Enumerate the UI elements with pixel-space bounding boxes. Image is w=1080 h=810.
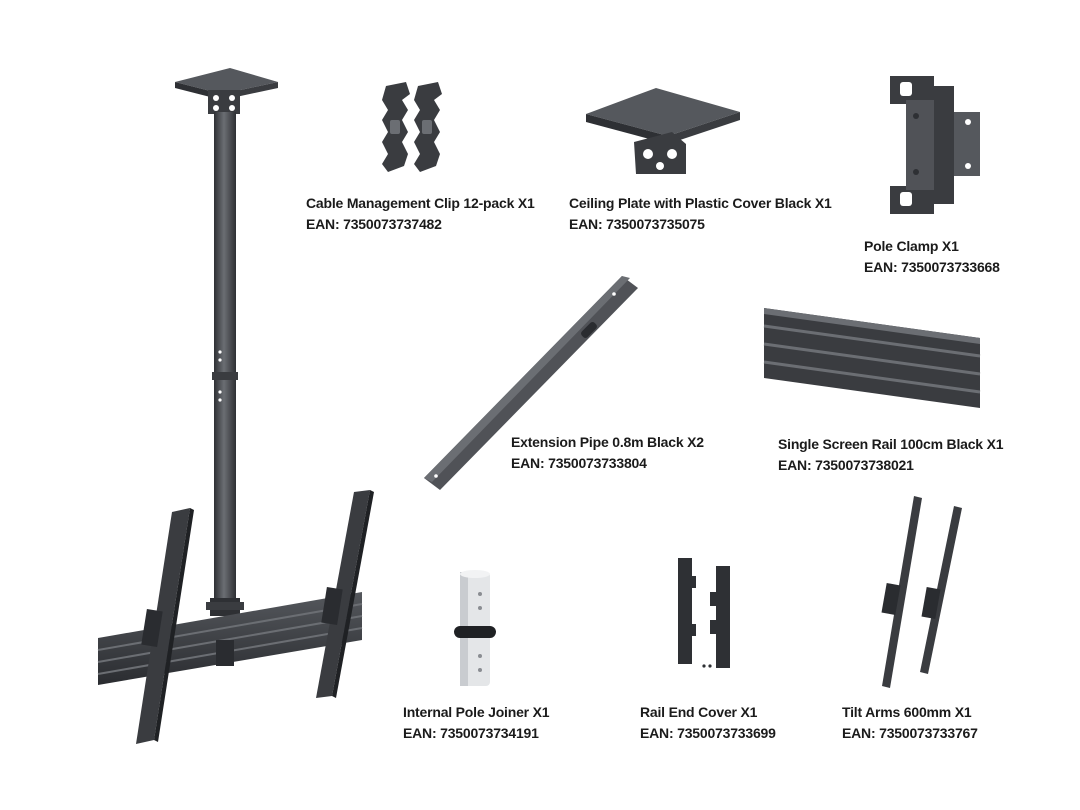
product-ean: EAN: 7350073733699	[640, 725, 776, 741]
label-cable-management-clip: Cable Management Clip 12-pack X1 EAN: 73…	[306, 193, 535, 235]
product-name: Rail End Cover X1	[640, 704, 758, 720]
tilt-arms-image	[881, 496, 962, 688]
product-ean: EAN: 7350073737482	[306, 216, 442, 232]
extension-pipe-image	[424, 276, 638, 490]
product-name: Cable Management Clip 12-pack X1	[306, 195, 535, 211]
product-name: Extension Pipe 0.8m Black X2	[511, 434, 704, 450]
label-rail-end-cover: Rail End Cover X1 EAN: 7350073733699	[640, 702, 776, 744]
product-ean: EAN: 7350073734191	[403, 725, 539, 741]
label-ceiling-plate: Ceiling Plate with Plastic Cover Black X…	[569, 193, 832, 235]
ceiling-plate-image	[586, 88, 740, 174]
single-screen-rail-image	[763, 308, 981, 408]
product-name: Ceiling Plate with Plastic Cover Black X…	[569, 195, 832, 211]
label-extension-pipe: Extension Pipe 0.8m Black X2 EAN: 735007…	[511, 432, 704, 474]
product-ean: EAN: 7350073733804	[511, 455, 647, 471]
product-ean: EAN: 7350073733767	[842, 725, 978, 741]
rail-end-cover-image	[678, 558, 730, 668]
label-single-screen-rail: Single Screen Rail 100cm Black X1 EAN: 7…	[778, 434, 1004, 476]
product-name: Internal Pole Joiner X1	[403, 704, 550, 720]
product-ean: EAN: 7350073738021	[778, 457, 914, 473]
product-name: Tilt Arms 600mm X1	[842, 704, 972, 720]
product-name: Single Screen Rail 100cm Black X1	[778, 436, 1004, 452]
label-internal-pole-joiner: Internal Pole Joiner X1 EAN: 73500737341…	[403, 702, 550, 744]
product-ean: EAN: 7350073735075	[569, 216, 705, 232]
product-name: Pole Clamp X1	[864, 238, 959, 254]
pole-clamp-image	[890, 76, 980, 214]
label-pole-clamp: Pole Clamp X1 EAN: 7350073733668	[864, 236, 1000, 278]
product-ean: EAN: 7350073733668	[864, 259, 1000, 275]
cable-management-clip-image	[382, 82, 442, 172]
internal-pole-joiner-image	[454, 570, 496, 686]
assembled-ceiling-mount-image	[97, 68, 374, 744]
label-tilt-arms: Tilt Arms 600mm X1 EAN: 7350073733767	[842, 702, 978, 744]
